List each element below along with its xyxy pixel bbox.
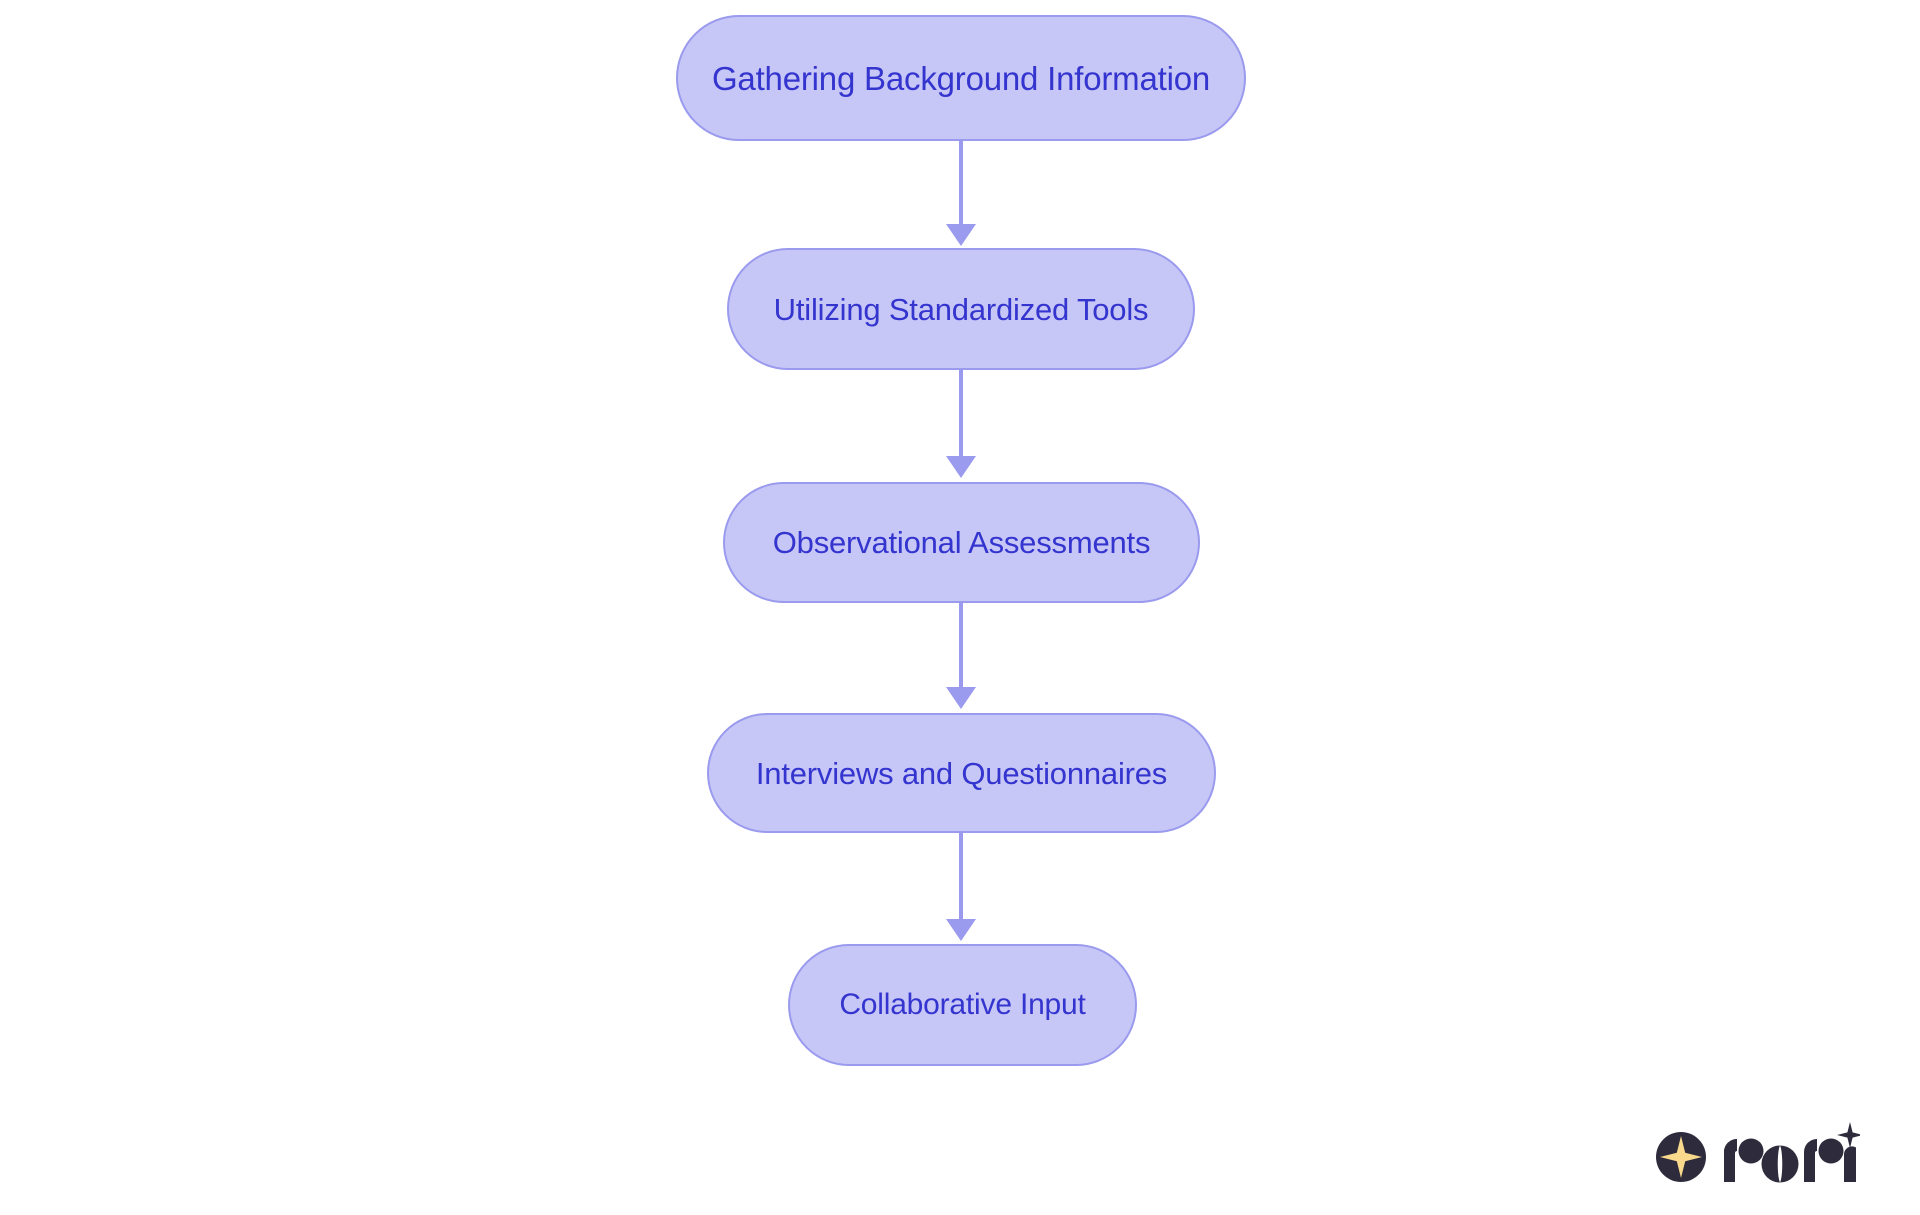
- brand-logo: rori: [1652, 1118, 1860, 1190]
- flow-node-label: Interviews and Questionnaires: [755, 755, 1168, 791]
- flow-edge-2-line: [959, 370, 963, 458]
- four-pointed-star-icon: [1656, 1132, 1706, 1182]
- flow-edge-3-arrowhead-icon: [946, 687, 976, 709]
- brand-logo-artwork: [1656, 1122, 1860, 1183]
- flow-edge-4-arrowhead-icon: [946, 919, 976, 941]
- flow-edge-2-arrowhead-icon: [946, 456, 976, 478]
- flow-node-utilizing-standardized-tools[interactable]: Utilizing Standardized Tools: [727, 248, 1195, 370]
- brand-letter-i: [1844, 1146, 1856, 1182]
- flow-node-label: Observational Assessments: [772, 525, 1151, 560]
- flow-node-label: Collaborative Input: [839, 988, 1086, 1021]
- brand-letter-r-2: [1804, 1138, 1844, 1182]
- flow-edge-4-line: [959, 833, 963, 921]
- flow-node-interviews-and-questionnaires[interactable]: Interviews and Questionnaires: [707, 713, 1216, 833]
- sparkle-icon: [1837, 1122, 1860, 1148]
- flow-node-collaborative-input[interactable]: Collaborative Input: [788, 944, 1137, 1066]
- brand-letter-o: [1761, 1145, 1799, 1183]
- flow-node-label: Gathering Background Information: [711, 59, 1211, 97]
- flow-node-observational-assessments[interactable]: Observational Assessments: [723, 482, 1200, 603]
- flow-edge-1-arrowhead-icon: [946, 224, 976, 246]
- flow-node-gathering-background-information[interactable]: Gathering Background Information: [676, 15, 1246, 141]
- flow-edge-3-line: [959, 603, 963, 689]
- flow-edge-1-line: [959, 141, 963, 226]
- flow-node-label: Utilizing Standardized Tools: [773, 291, 1149, 327]
- brand-letter-r-1: [1724, 1138, 1764, 1182]
